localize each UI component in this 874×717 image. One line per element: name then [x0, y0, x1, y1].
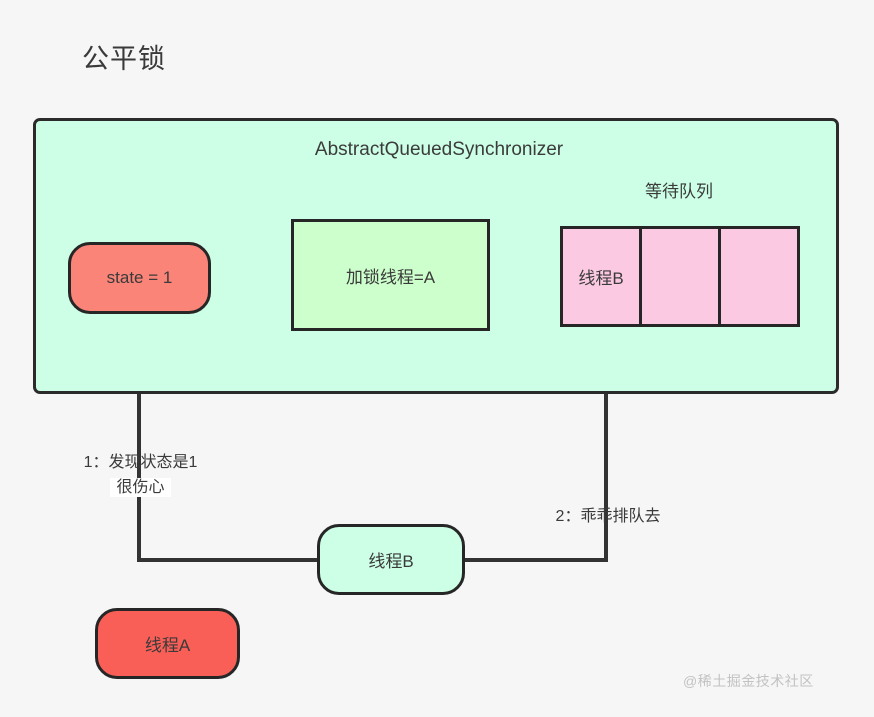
thread-b-node-label: 线程B — [368, 552, 414, 571]
queue-cell — [642, 229, 721, 324]
edge-1-label: 1：发现状态是1 很伤心 — [33, 450, 248, 500]
thread-a-node: 线程A — [95, 608, 240, 679]
state-node: state = 1 — [68, 242, 211, 314]
queue-cell: 线程B — [563, 229, 642, 324]
thread-b-node: 线程B — [317, 524, 465, 595]
edge-1-label-line2: 很伤心 — [110, 478, 171, 497]
edge-1-label-line1: 1：发现状态是1 — [83, 454, 198, 471]
waiting-queue-label: 等待队列 — [645, 182, 713, 201]
watermark: @稀土掘金技术社区 — [683, 673, 814, 689]
edge-2-label: 2：乖乖排队去 — [555, 508, 661, 525]
queue-cell — [721, 229, 797, 324]
lock-thread-box: 加锁线程=A — [291, 219, 490, 331]
queue-cell-label: 线程B — [578, 269, 624, 288]
thread-a-node-label: 线程A — [144, 636, 191, 655]
state-node-label: state = 1 — [106, 268, 173, 287]
aqs-title: AbstractQueuedSynchronizer — [314, 139, 564, 160]
page-title: 公平锁 — [82, 44, 166, 74]
waiting-queue: 线程B — [560, 226, 800, 327]
lock-thread-label: 加锁线程=A — [345, 267, 436, 287]
